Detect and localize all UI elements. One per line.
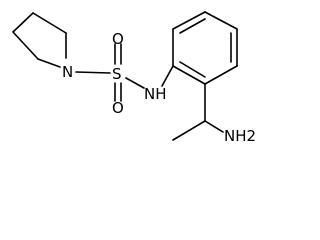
bond-benz-inner-3 <box>179 61 206 78</box>
aminoethyl-side-chain <box>172 83 224 141</box>
bond-nh-ring <box>161 65 174 87</box>
sulfonyl-oxygens <box>114 43 122 102</box>
bond-ring-4 <box>32 12 67 34</box>
bond-ring-2 <box>12 31 39 60</box>
molecule-drawing: N S O O NH NH2 <box>12 11 256 145</box>
bond-ch-nh2 <box>204 120 224 133</box>
bond-n-s <box>75 71 111 74</box>
structure-diagram: N S O O NH NH2 <box>12 11 256 145</box>
pyrrolidine-ring <box>12 12 67 68</box>
atom-label-oxygen-top: O <box>112 30 124 48</box>
atom-label-amine-nh2: NH2 <box>224 127 256 145</box>
bond-benz-2 <box>172 11 206 30</box>
bond-benz-inner-1 <box>179 18 206 34</box>
atom-label-ring-nitrogen: N <box>62 63 73 81</box>
atom-label-oxygen-bottom: O <box>112 99 124 117</box>
bond-benz-5 <box>204 65 238 85</box>
bond-benz-3 <box>204 11 238 30</box>
bond-benz-6 <box>172 65 206 85</box>
bond-ring-3 <box>12 12 34 33</box>
bond-ch-methyl <box>172 120 206 141</box>
bond-s-nh <box>125 77 145 89</box>
atom-label-sulfur: S <box>112 65 122 83</box>
atom-label-sulfonamide-nh: NH <box>144 85 167 103</box>
benzene-ring <box>172 11 238 85</box>
bond-ring-1 <box>37 58 61 68</box>
